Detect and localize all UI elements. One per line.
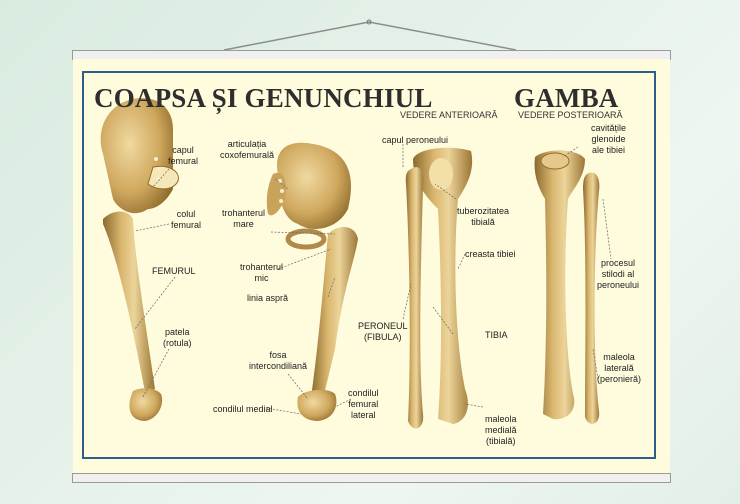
label-creasta: creasta tibiei xyxy=(465,249,516,259)
label-capul-peroneului: capul peroneului xyxy=(382,135,449,145)
femur-posterior-illustration xyxy=(266,142,358,421)
leader-lines xyxy=(134,144,612,415)
label-patela: patela (rotula) xyxy=(163,327,192,348)
bone-illustrations xyxy=(100,98,612,429)
label-maleola-mediala: maleola medială (tibială) xyxy=(485,414,517,446)
label-cavitatile: cavitățile glenoide ale tibiei xyxy=(591,123,627,155)
label-maleola-laterala: maleola laterală (peronieră) xyxy=(597,352,642,384)
label-linia-aspra: linia aspră xyxy=(247,293,289,303)
bottom-rod xyxy=(72,473,671,483)
label-peroneul: PERONEUL (FIBULA) xyxy=(358,321,408,342)
label-trohanterul-mic: trohanterul mic xyxy=(240,262,284,283)
tibia-posterior-illustration xyxy=(534,150,600,424)
femur-anterior-illustration xyxy=(100,98,179,421)
label-tuberozitatea: tuberozitatea tibială xyxy=(457,206,510,227)
subtitle-anterior: VEDERE ANTERIOARĂ xyxy=(400,110,498,120)
label-condilul-medial: condilul medial xyxy=(213,404,273,414)
label-articulatia: articulația coxofemurală xyxy=(220,139,275,160)
poster-frame xyxy=(82,71,656,459)
label-procesul: procesul stilodi al peroneului xyxy=(597,258,640,290)
label-capul-femural: capul femural xyxy=(168,145,199,166)
poster: COAPSA ȘI GENUNCHIUL GAMBA VEDERE ANTERI… xyxy=(73,59,670,473)
label-trohanterul-mare: trohanterul mare xyxy=(222,208,266,229)
title-coapsa: COAPSA ȘI GENUNCHIUL xyxy=(94,83,433,113)
label-femurul: FEMURUL xyxy=(152,266,196,276)
hanging-string xyxy=(223,19,517,51)
label-tibia: TIBIA xyxy=(485,330,508,340)
title-gamba: GAMBA xyxy=(514,83,619,113)
tibia-anterior-illustration xyxy=(405,147,473,429)
label-condilul-lateral: condilul femural lateral xyxy=(348,388,379,420)
label-colul-femural: colul femural xyxy=(171,209,202,230)
label-fosa: fosa intercondiliană xyxy=(249,350,308,371)
subtitle-posterior: VEDERE POSTERIOARĂ xyxy=(518,110,623,120)
